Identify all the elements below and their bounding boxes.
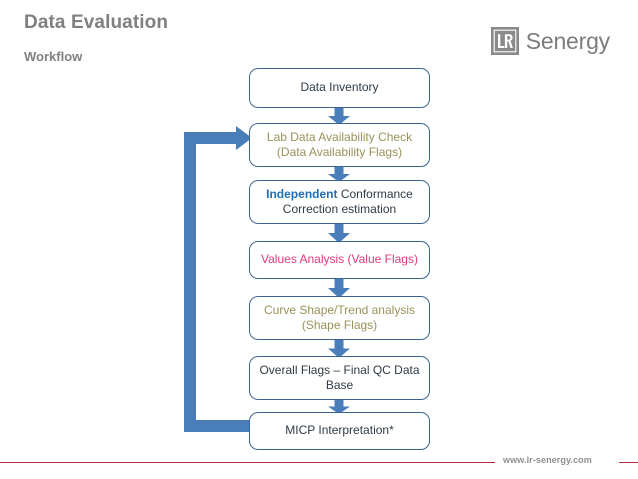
brand-logo: Senergy: [490, 27, 610, 55]
flow-box-label: MICP Interpretation*: [285, 423, 394, 438]
flow-box-label-line2: (Shape Flags): [301, 318, 378, 332]
connector-arrow-down-icon: [327, 166, 351, 182]
flow-box-overall-flags-final-qc[interactable]: Overall Flags – Final QC Data Base: [249, 356, 430, 400]
footer: www.lr-senergy.com: [0, 455, 638, 479]
flow-box-label-line2: Correction estimation: [282, 202, 397, 216]
flow-box-label-line2: (Data Availability Flags): [276, 145, 403, 159]
feedback-arrow: [178, 126, 256, 438]
connector-arrow-down-icon: [327, 339, 351, 358]
flow-box-micp-interpretation[interactable]: MICP Interpretation*: [249, 412, 430, 450]
flow-box-label-line2: Base: [325, 378, 354, 392]
page-subtitle: Workflow: [24, 49, 83, 64]
flow-box-label-line1: Overall Flags – Final QC Data: [259, 362, 420, 377]
connector-arrow-down-icon: [327, 107, 351, 125]
flow-box-label: Data Inventory: [300, 80, 379, 95]
footer-rule-left: [0, 462, 495, 464]
flow-box-independent-conformance-correction[interactable]: Independent Conformance Correction estim…: [249, 180, 430, 224]
connector-arrow-down-icon: [327, 399, 351, 414]
flow-box-data-inventory[interactable]: Data Inventory: [249, 68, 430, 108]
footer-url: www.lr-senergy.com: [503, 455, 592, 465]
connector-arrow-down-icon: [327, 223, 351, 243]
flow-box-label: Values Analysis (Value Flags): [261, 252, 418, 267]
flow-box-values-analysis[interactable]: Values Analysis (Value Flags): [249, 241, 430, 279]
flow-box-label-line1: Curve Shape/Trend analysis: [264, 302, 415, 317]
flow-box-label-emphasis: Independent: [266, 186, 338, 201]
lr-logo-icon: [490, 27, 519, 55]
footer-rule-right: [619, 462, 638, 464]
flow-box-lab-data-availability-check[interactable]: Lab Data Availability Check (Data Availa…: [249, 123, 430, 167]
flow-box-label-line1: Independent Conformance: [266, 187, 413, 202]
page-title: Data Evaluation: [24, 12, 169, 33]
flow-box-label-rest: Conformance: [337, 186, 413, 201]
flow-box-curve-shape-trend-analysis[interactable]: Curve Shape/Trend analysis (Shape Flags): [249, 296, 430, 340]
flow-box-label-line1: Lab Data Availability Check: [266, 129, 413, 144]
brand-wordmark: Senergy: [525, 27, 610, 54]
connector-arrow-down-icon: [327, 278, 351, 298]
